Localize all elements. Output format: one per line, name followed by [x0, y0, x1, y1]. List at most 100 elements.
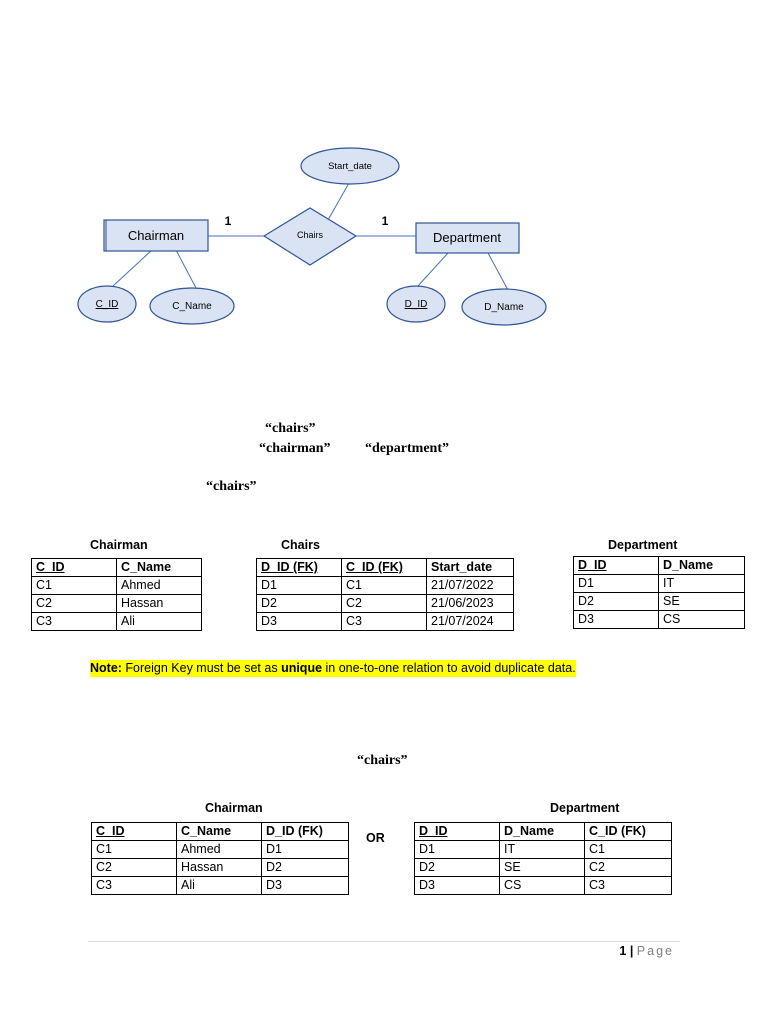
table-cell: D2	[414, 858, 500, 877]
entity-department-label: Department	[433, 230, 501, 245]
attr-d-name-label: D_Name	[484, 302, 524, 313]
line-chairs-startdate	[327, 182, 350, 221]
col-header: D_ID	[573, 556, 659, 575]
table-row: C1 Ahmed D1	[91, 840, 349, 859]
col-header: C_ID (FK)	[584, 822, 672, 841]
page-number: 1	[619, 944, 627, 958]
or-label: OR	[366, 831, 385, 845]
note-label: Note:	[90, 661, 122, 675]
table-row: D1 C1 21/07/2022	[256, 576, 514, 595]
table-cell: SE	[499, 858, 585, 877]
table-row: C2 Hassan	[31, 594, 202, 613]
cardinality-right: 1	[382, 214, 389, 228]
table-cell: Hassan	[116, 594, 202, 613]
table-cell: C1	[31, 576, 117, 595]
table-cell: C3	[91, 876, 177, 895]
col-header: D_Name	[499, 822, 585, 841]
table-cell: C3	[341, 612, 427, 631]
er-diagram: Chairman Department Chairs Start_date C_…	[77, 147, 547, 326]
col-header: Start_date	[426, 558, 514, 577]
col-header: C_ID	[91, 822, 177, 841]
quote-chairs-3: “chairs”	[357, 753, 408, 768]
table-cell: D1	[414, 840, 500, 859]
col-header: C_ID	[31, 558, 117, 577]
table-cell: D2	[256, 594, 342, 613]
col-header-text: C_ID (FK)	[346, 560, 403, 574]
table-cell: Hassan	[176, 858, 262, 877]
line-department-dname	[487, 252, 509, 291]
cardinality-left: 1	[225, 214, 232, 228]
table-cell: D3	[573, 610, 659, 629]
table-cell: CS	[499, 876, 585, 895]
relationship-chairs-label: Chairs	[297, 230, 324, 240]
table-cell: C2	[91, 858, 177, 877]
note-text-after: in one-to-one relation to avoid duplicat…	[322, 661, 576, 675]
table-row: D2 C2 21/06/2023	[256, 594, 514, 613]
table-row: C1 Ahmed	[31, 576, 202, 595]
entity-department	[415, 222, 520, 254]
table-cell: D1	[256, 576, 342, 595]
table-cell: 21/07/2024	[426, 612, 514, 631]
col-header: C_ID (FK)	[341, 558, 427, 577]
table-cell: C2	[584, 858, 672, 877]
page-footer: 1 | Page	[619, 944, 674, 958]
table-cell: C3	[31, 612, 117, 631]
table-cell: D3	[414, 876, 500, 895]
col-header: D_Name	[658, 556, 745, 575]
table-chairman-1: C_ID C_Name C1 Ahmed C2 Hassan C3 Ali	[31, 558, 202, 631]
col-header-text: D_ID (FK)	[261, 560, 318, 574]
page-separator: |	[629, 944, 634, 958]
table-cell: D3	[256, 612, 342, 631]
quote-department: “department”	[365, 441, 449, 456]
table-cell: Ali	[176, 876, 262, 895]
attr-start-date	[300, 147, 400, 185]
table-cell: Ali	[116, 612, 202, 631]
attr-c-id-label: C_ID	[96, 299, 119, 310]
attr-d-id-label: D_ID	[405, 299, 428, 310]
col-header: C_Name	[176, 822, 262, 841]
col-header: D_ID	[414, 822, 500, 841]
attr-c-name	[149, 287, 235, 325]
table-department-2: D_ID D_Name C_ID (FK) D1 IT C1 D2 SE C2 …	[414, 822, 672, 895]
table-cell: CS	[658, 610, 745, 629]
table-row: D2 SE	[573, 592, 745, 611]
entity-chairman	[103, 219, 209, 252]
table-department-1: D_ID D_Name D1 IT D2 SE D3 CS	[573, 556, 745, 629]
table-header-row: D_ID D_Name C_ID (FK)	[414, 822, 672, 841]
table-cell: IT	[499, 840, 585, 859]
table-cell: C2	[31, 594, 117, 613]
table-cell: C2	[341, 594, 427, 613]
quote-chairs-1: “chairs”	[265, 421, 316, 436]
col-header: C_Name	[116, 558, 202, 577]
attr-c-id	[77, 285, 137, 323]
page-label: Page	[636, 944, 674, 958]
note-bold-word: unique	[281, 661, 323, 675]
line-department-did	[416, 252, 449, 288]
attr-d-id	[386, 285, 446, 323]
table-row: D1 IT C1	[414, 840, 672, 859]
table-cell: D1	[261, 840, 349, 859]
table-header-row: D_ID (FK) C_ID (FK) Start_date	[256, 558, 514, 577]
entity-chairman-label: Chairman	[128, 228, 184, 243]
table-chairman-2: C_ID C_Name D_ID (FK) C1 Ahmed D1 C2 Has…	[91, 822, 349, 895]
table-row: C2 Hassan D2	[91, 858, 349, 877]
table-cell: 21/06/2023	[426, 594, 514, 613]
table-cell: SE	[658, 592, 745, 611]
table-cell: C1	[341, 576, 427, 595]
table-chairs: D_ID (FK) C_ID (FK) Start_date D1 C1 21/…	[256, 558, 514, 631]
table-header-row: C_ID C_Name	[31, 558, 202, 577]
attr-d-name	[461, 288, 547, 326]
table-cell: IT	[658, 574, 745, 593]
table-cell: D3	[261, 876, 349, 895]
line-chairman-cname	[175, 249, 197, 289]
table-cell: D2	[573, 592, 659, 611]
attr-start-date-label: Start_date	[328, 161, 372, 172]
table-row: D1 IT	[573, 574, 745, 593]
line-chairman-cid	[112, 249, 153, 287]
table-cell: C1	[584, 840, 672, 859]
table-cell: 21/07/2022	[426, 576, 514, 595]
table-row: C3 Ali	[31, 612, 202, 631]
table-caption-chairs: Chairs	[281, 538, 320, 552]
table-row: C3 Ali D3	[91, 876, 349, 895]
table-cell: D1	[573, 574, 659, 593]
